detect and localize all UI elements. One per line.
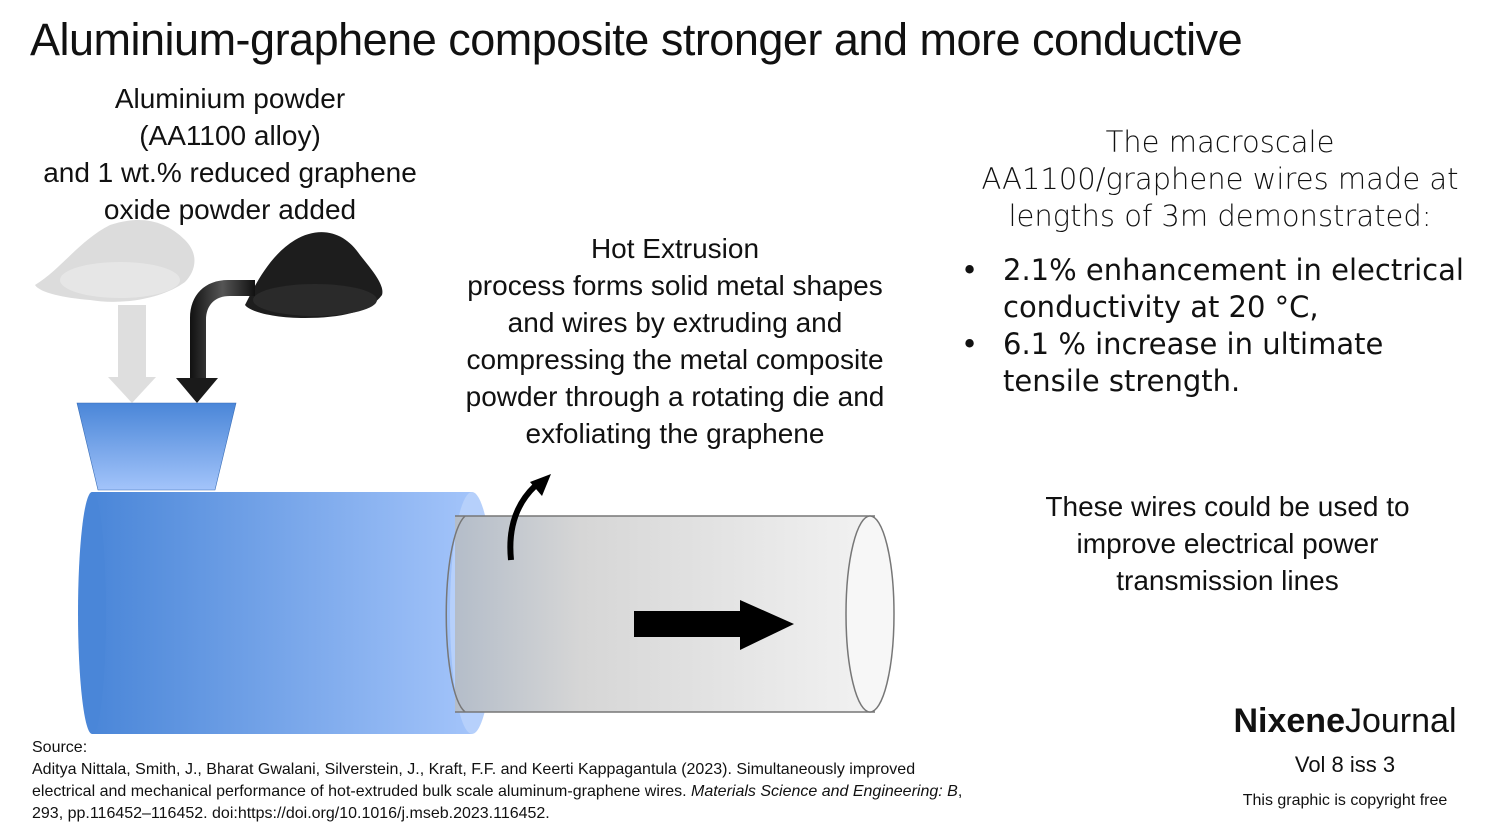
source-label: Source: (32, 739, 88, 756)
hot-extrusion-line: compressing the metal composite (466, 344, 884, 375)
hot-extrusion-description: Hot Extrusion process forms solid metal … (420, 230, 930, 452)
results-intro-line: The macroscale (1105, 125, 1335, 159)
source-citation: Source: Aditya Nittala, Smith, J., Bhara… (32, 737, 1152, 825)
citation-text: electrical and mechanical performance of… (32, 783, 691, 800)
results-intro: The macroscale AA1100/graphene wires mad… (960, 124, 1480, 235)
journal-name: Materials Science and Engineering: B (691, 783, 958, 800)
volume-issue: Vol 8 iss 3 (1294, 752, 1396, 777)
bullet-text: conductivity at 20 °C, (1003, 290, 1319, 324)
hot-extrusion-line: and wires by extruding and (507, 307, 843, 338)
hot-extrusion-line: powder through a rotating die and (465, 381, 885, 412)
results-bullet: 6.1 % increase in ultimate tensile stren… (955, 326, 1495, 400)
results-bullet: 2.1% enhancement in electrical conductiv… (955, 252, 1495, 326)
copyright-note: This graphic is copyright free (1242, 792, 1448, 809)
citation-line: electrical and mechanical performance of… (32, 781, 1152, 803)
application-line: transmission lines (1116, 565, 1339, 596)
page-title: Aluminium-graphene composite stronger an… (30, 14, 1243, 65)
citation-line: Aditya Nittala, Smith, J., Bharat Gwalan… (32, 761, 916, 778)
hot-extrusion-line: exfoliating the graphene (525, 418, 825, 449)
citation-text: , (957, 783, 963, 800)
powder-label-line: Aluminium powder (114, 83, 346, 114)
extrusion-direction-arrow-icon (634, 600, 794, 650)
hopper-shape (76, 402, 237, 491)
extruder-barrel-shape (78, 492, 494, 734)
results-list: 2.1% enhancement in electrical conductiv… (955, 252, 1495, 400)
graphene-feed-arrow-icon (176, 280, 255, 403)
citation-line: 293, pp.116452–116452. doi:https://doi.o… (32, 805, 550, 822)
powder-label-line: (AA1100 alloy) (139, 120, 321, 151)
aluminium-feed-arrow-icon (108, 305, 156, 403)
rotation-arrow-icon (507, 474, 551, 561)
application-line: improve electrical power (1076, 528, 1379, 559)
powder-description: Aluminium powder (AA1100 alloy) and 1 wt… (10, 80, 450, 228)
brand-logo: NixeneJournal (1210, 702, 1480, 741)
results-intro-line: lengths of 3m demonstrated: (1008, 199, 1432, 233)
hot-extrusion-heading: Hot Extrusion (590, 233, 760, 264)
brand-name-regular: Journal (1344, 702, 1457, 740)
application-text: These wires could be used to improve ele… (990, 488, 1465, 599)
brand-name-bold: Nixene (1233, 702, 1345, 740)
bullet-text: 2.1% enhancement in electrical (1003, 253, 1464, 287)
application-line: These wires could be used to (1045, 491, 1410, 522)
powder-label-line: oxide powder added (103, 194, 357, 225)
aluminium-powder-icon (35, 220, 195, 302)
bullet-text: tensile strength. (1003, 364, 1241, 398)
powder-label-line: and 1 wt.% reduced graphene (43, 157, 417, 188)
results-intro-line: AA1100/graphene wires made at (981, 162, 1459, 196)
hot-extrusion-line: process forms solid metal shapes (467, 270, 883, 301)
bullet-text: 6.1 % increase in ultimate (1003, 327, 1384, 361)
graphene-powder-icon (245, 232, 383, 318)
